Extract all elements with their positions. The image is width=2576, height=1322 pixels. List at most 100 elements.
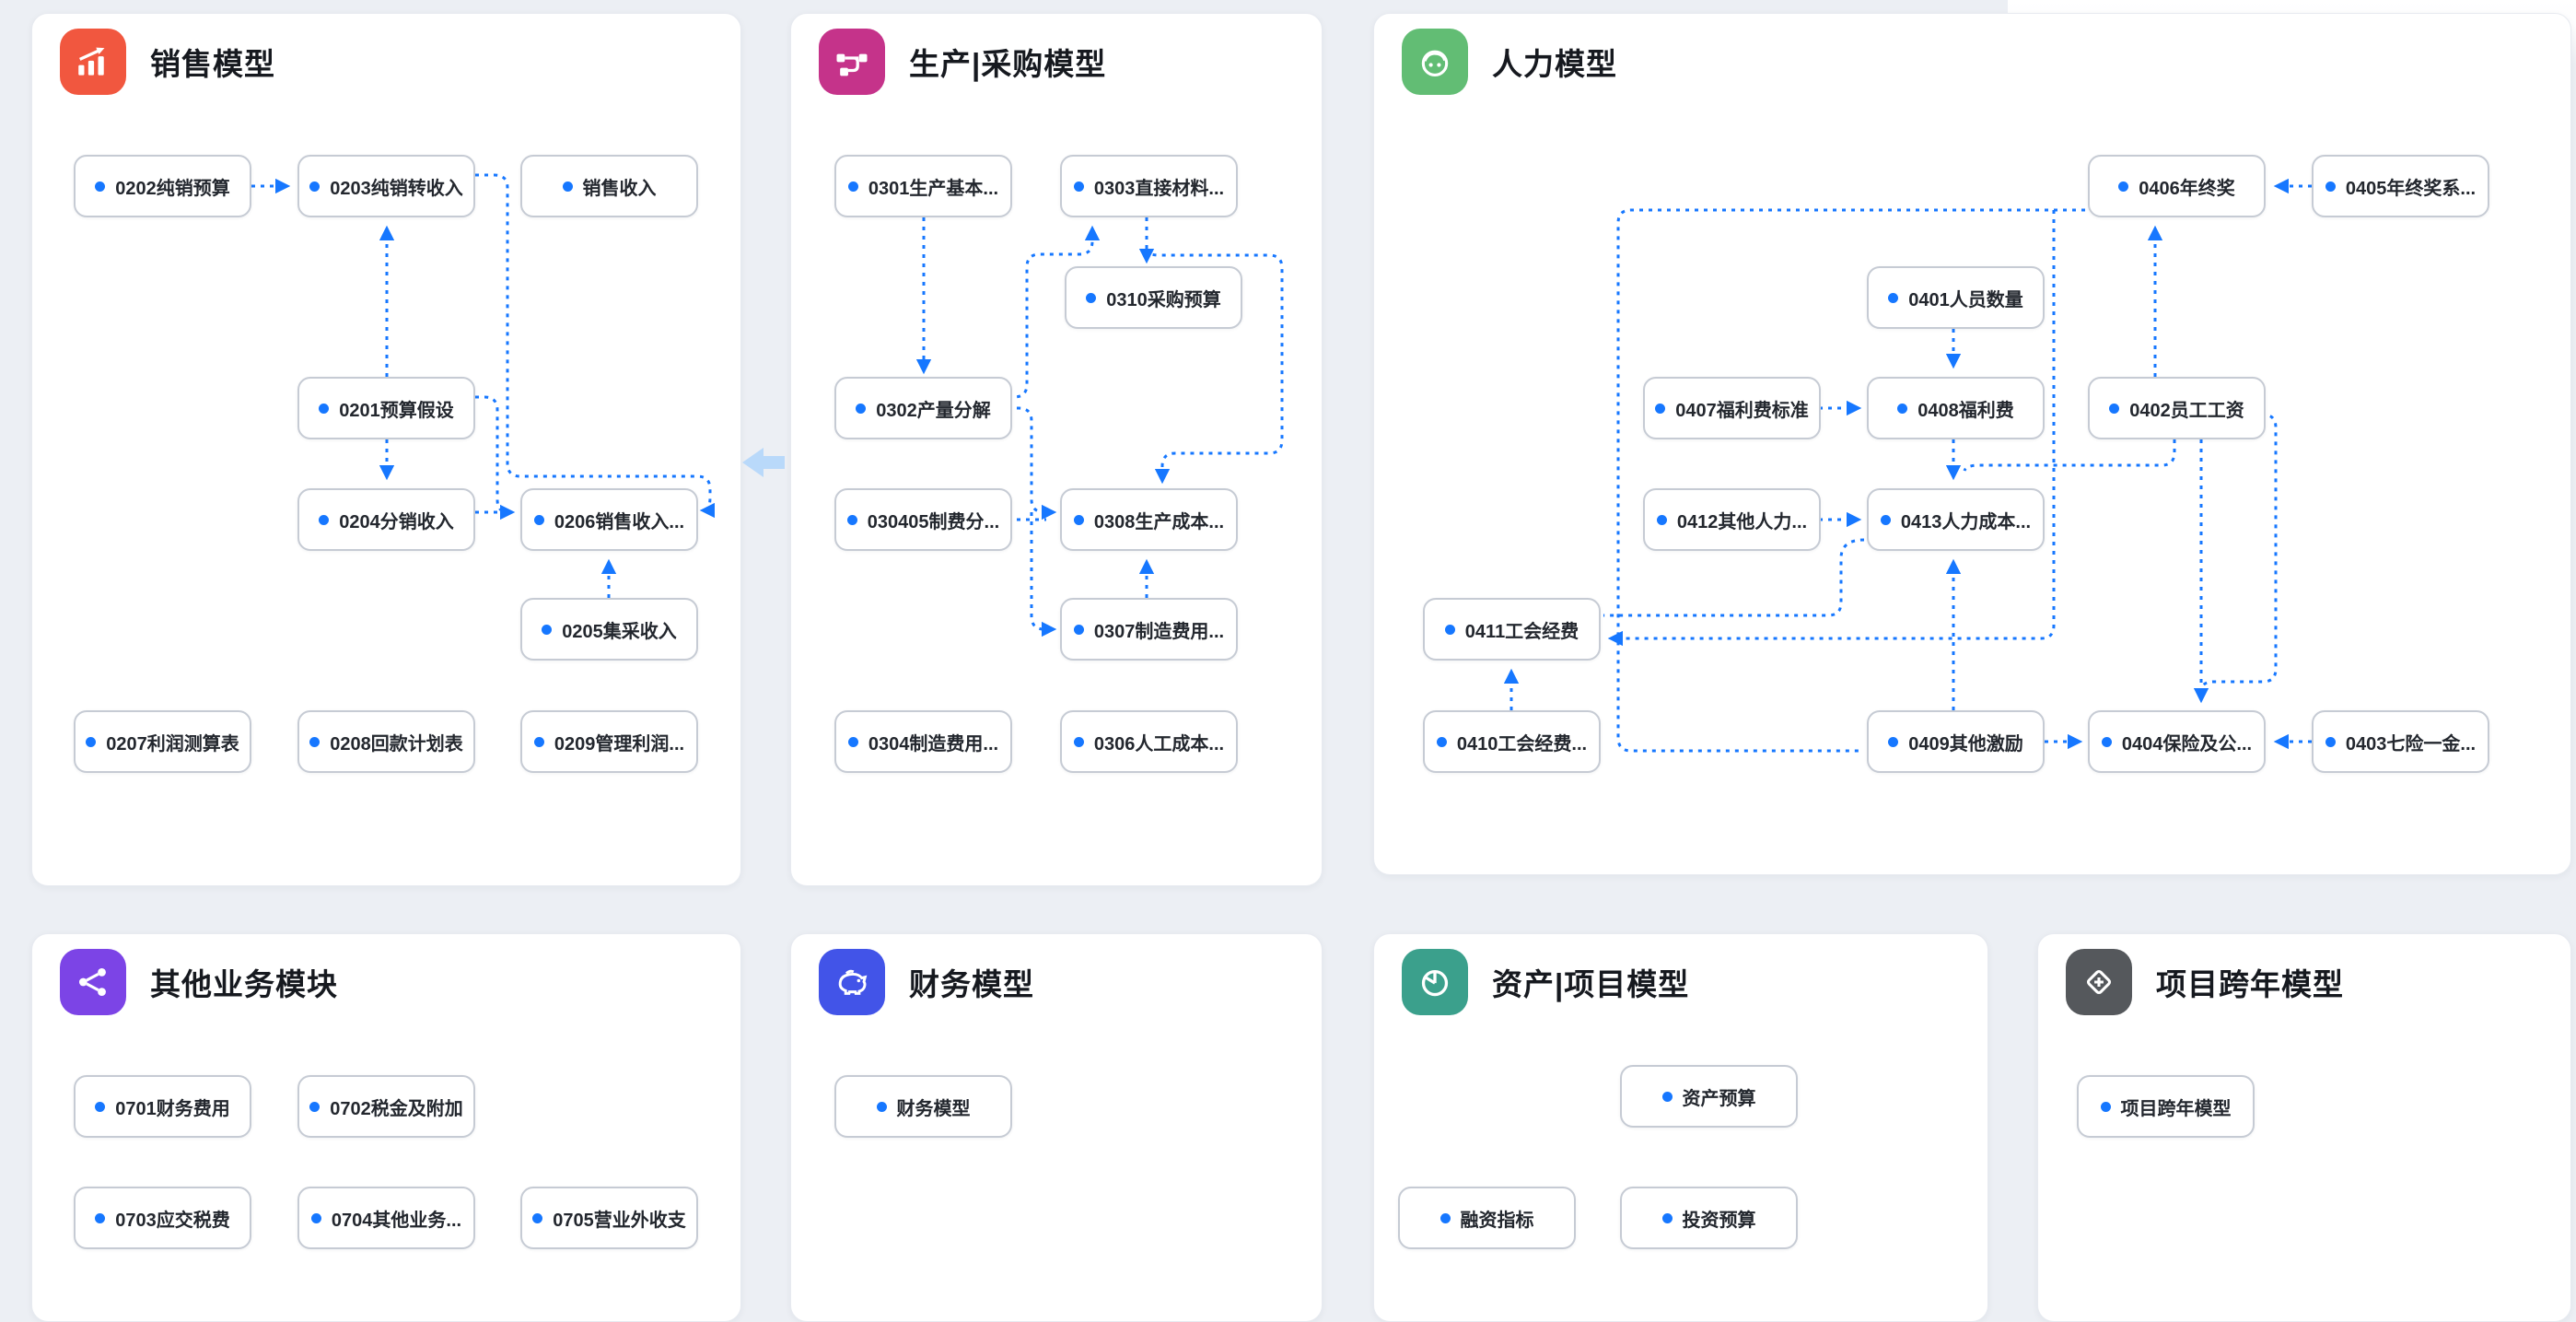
node-dot-icon — [1897, 403, 1908, 414]
diagram-node[interactable]: 0208回款计划表 — [297, 710, 475, 773]
node-label: 0310采购预算 — [1106, 289, 1221, 310]
node-dot-icon — [86, 736, 97, 747]
node-label: 0208回款计划表 — [330, 733, 463, 755]
node-dot-icon — [1655, 403, 1666, 414]
diagram-node[interactable]: 0407福利费标准 — [1643, 377, 1821, 439]
node-label: 0405年终奖系... — [2345, 178, 2477, 199]
diagram-node[interactable]: 0411工会经费 — [1423, 598, 1601, 661]
node-dot-icon — [95, 181, 106, 192]
diagram-node[interactable]: 0701财务费用 — [74, 1075, 251, 1138]
node-label: 财务模型 — [896, 1098, 971, 1119]
card-title: 其他业务模块 — [150, 967, 338, 1001]
node-dot-icon — [95, 1101, 106, 1112]
piggy-bank-icon — [819, 949, 885, 1015]
node-label: 0303直接材料... — [1093, 178, 1225, 199]
node-label: 0408福利费 — [1917, 400, 2014, 421]
node-label: 0304制造费用... — [868, 733, 999, 755]
diagram-node[interactable]: 项目跨年模型 — [2077, 1075, 2255, 1138]
node-label: 0308生产成本... — [1093, 511, 1225, 532]
node-label: 0203纯销转收入 — [330, 178, 463, 199]
node-label: 0403七险一金... — [2345, 733, 2477, 755]
diagram-node[interactable]: 资产预算 — [1620, 1065, 1798, 1128]
card-header: 生产|采购模型 — [791, 14, 1322, 95]
diagram-node[interactable]: 0702税金及附加 — [297, 1075, 475, 1138]
node-dot-icon — [1073, 624, 1084, 635]
node-dot-icon — [533, 514, 544, 525]
node-label: 0703应交税费 — [115, 1210, 230, 1231]
diagram-node[interactable]: 0203纯销转收入 — [297, 155, 475, 217]
card-title: 生产|采购模型 — [909, 47, 1107, 81]
diagram-node[interactable]: 0207利润测算表 — [74, 710, 251, 773]
node-label: 0409其他激励 — [1908, 733, 2023, 755]
node-dot-icon — [1888, 736, 1899, 747]
node-dot-icon — [1656, 514, 1667, 525]
diagram-node[interactable]: 030405制费分... — [834, 488, 1012, 551]
node-label: 0202纯销预算 — [115, 178, 230, 199]
node-label: 0401人员数量 — [1908, 289, 2023, 310]
diagram-node[interactable]: 0303直接材料... — [1060, 155, 1238, 217]
node-label: 0206销售收入... — [554, 511, 685, 532]
node-dot-icon — [319, 514, 330, 525]
node-dot-icon — [1661, 1091, 1673, 1102]
diagram-node[interactable]: 0306人工成本... — [1060, 710, 1238, 773]
diagram-node[interactable]: 0204分销收入 — [297, 488, 475, 551]
diagram-node[interactable]: 0412其他人力... — [1643, 488, 1821, 551]
node-dot-icon — [533, 736, 544, 747]
diagram-node[interactable]: 0209管理利润... — [520, 710, 698, 773]
diagram-node[interactable]: 财务模型 — [834, 1075, 1012, 1138]
diagram-node[interactable]: 0206销售收入... — [520, 488, 698, 551]
inter-card-left-arrow-icon — [742, 448, 785, 477]
diagram-node[interactable]: 0302产量分解 — [834, 377, 1012, 439]
diagram-node[interactable]: 0301生产基本... — [834, 155, 1012, 217]
model-card-asset-project: 资产|项目模型 — [1373, 933, 1988, 1322]
card-title: 销售模型 — [150, 47, 275, 81]
diagram-node[interactable]: 0308生产成本... — [1060, 488, 1238, 551]
diagram-node[interactable]: 0413人力成本... — [1867, 488, 2045, 551]
model-diagram-canvas: 销售模型生产|采购模型人力模型其他业务模块财务模型资产|项目模型项目跨年模型 0… — [31, 0, 2576, 1322]
card-title: 财务模型 — [909, 967, 1034, 1001]
card-header: 销售模型 — [32, 14, 740, 95]
diagram-node[interactable]: 0304制造费用... — [834, 710, 1012, 773]
diagram-node[interactable]: 销售收入 — [520, 155, 698, 217]
node-label: 0704其他业务... — [331, 1210, 462, 1231]
node-label: 0209管理利润... — [554, 733, 685, 755]
diagram-node[interactable]: 0704其他业务... — [297, 1187, 475, 1249]
card-header: 资产|项目模型 — [1374, 934, 1987, 1015]
card-header: 财务模型 — [791, 934, 1322, 1015]
card-header: 人力模型 — [1374, 14, 2570, 95]
node-label: 0701财务费用 — [115, 1098, 230, 1119]
diagram-node[interactable]: 0409其他激励 — [1867, 710, 2045, 773]
node-dot-icon — [532, 1212, 543, 1223]
diagram-node[interactable]: 0310采购预算 — [1065, 266, 1242, 329]
diagram-node[interactable]: 0202纯销预算 — [74, 155, 251, 217]
flow-icon — [819, 29, 885, 95]
node-label: 030405制费分... — [867, 511, 1000, 532]
diagram-node[interactable]: 0402员工工资 — [2088, 377, 2266, 439]
diagram-node[interactable]: 0307制造费用... — [1060, 598, 1238, 661]
diagram-node[interactable]: 0205集采收入 — [520, 598, 698, 661]
node-dot-icon — [95, 1212, 106, 1223]
node-dot-icon — [1888, 292, 1899, 303]
node-label: 0410工会经费... — [1456, 733, 1588, 755]
node-dot-icon — [1444, 624, 1455, 635]
diagram-node[interactable]: 0410工会经费... — [1423, 710, 1601, 773]
node-label: 0404保险及公... — [2121, 733, 2253, 755]
node-label: 0705营业外收支 — [553, 1210, 686, 1231]
diagram-node[interactable]: 0404保险及公... — [2088, 710, 2266, 773]
diagram-node[interactable]: 0705营业外收支 — [520, 1187, 698, 1249]
node-label: 0411工会经费 — [1464, 621, 1579, 642]
node-label: 0412其他人力... — [1676, 511, 1808, 532]
node-label: 0307制造费用... — [1093, 621, 1225, 642]
diagram-node[interactable]: 0201预算假设 — [297, 377, 475, 439]
card-header: 其他业务模块 — [32, 934, 740, 1015]
diagram-node[interactable]: 0405年终奖系... — [2312, 155, 2489, 217]
diagram-node[interactable]: 0406年终奖 — [2088, 155, 2266, 217]
node-label: 销售收入 — [582, 178, 657, 199]
diagram-node[interactable]: 0403七险一金... — [2312, 710, 2489, 773]
node-dot-icon — [847, 736, 858, 747]
diagram-node[interactable]: 0703应交税费 — [74, 1187, 251, 1249]
diagram-node[interactable]: 投资预算 — [1620, 1187, 1798, 1249]
diagram-node[interactable]: 0401人员数量 — [1867, 266, 2045, 329]
diagram-node[interactable]: 0408福利费 — [1867, 377, 2045, 439]
diagram-node[interactable]: 融资指标 — [1398, 1187, 1576, 1249]
